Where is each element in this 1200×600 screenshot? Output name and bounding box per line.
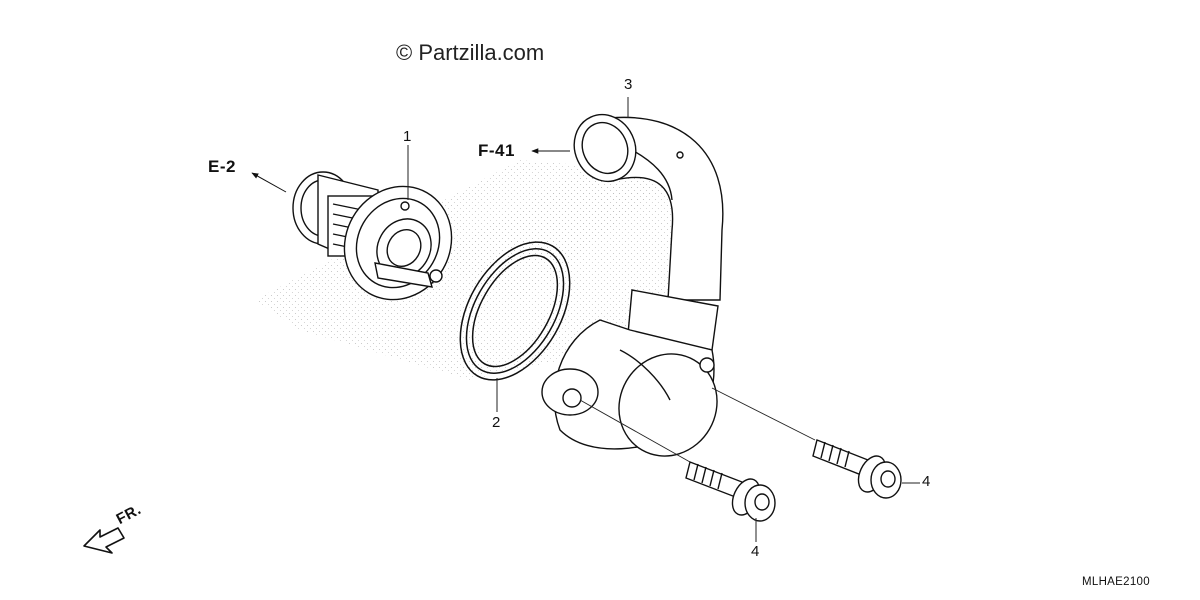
diagram-code: MLHAE2100 [1082,576,1150,588]
leader-lines [407,97,920,542]
o-ring-part[interactable] [438,223,593,399]
thermostat-cover-part[interactable] [541,105,736,475]
e2-arrow [251,172,287,193]
centre-lines [579,387,816,463]
flange-bolt-part[interactable] [685,461,776,522]
ref-e2-label[interactable]: E-2 [208,157,236,176]
callout-4-lower[interactable]: 4 [751,543,760,560]
thermostat-part[interactable] [292,167,472,319]
callout-2[interactable]: 2 [492,414,501,431]
callout-1[interactable]: 1 [403,128,412,145]
ref-f41-label[interactable]: F-41 [478,141,515,160]
callout-3[interactable]: 3 [624,76,633,93]
callout-4-right[interactable]: 4 [922,473,931,490]
front-direction-arrow [83,527,125,554]
assembly-shading [255,155,700,380]
flange-bolt-part[interactable] [812,439,902,499]
watermark-text: © Partzilla.com [396,40,545,65]
